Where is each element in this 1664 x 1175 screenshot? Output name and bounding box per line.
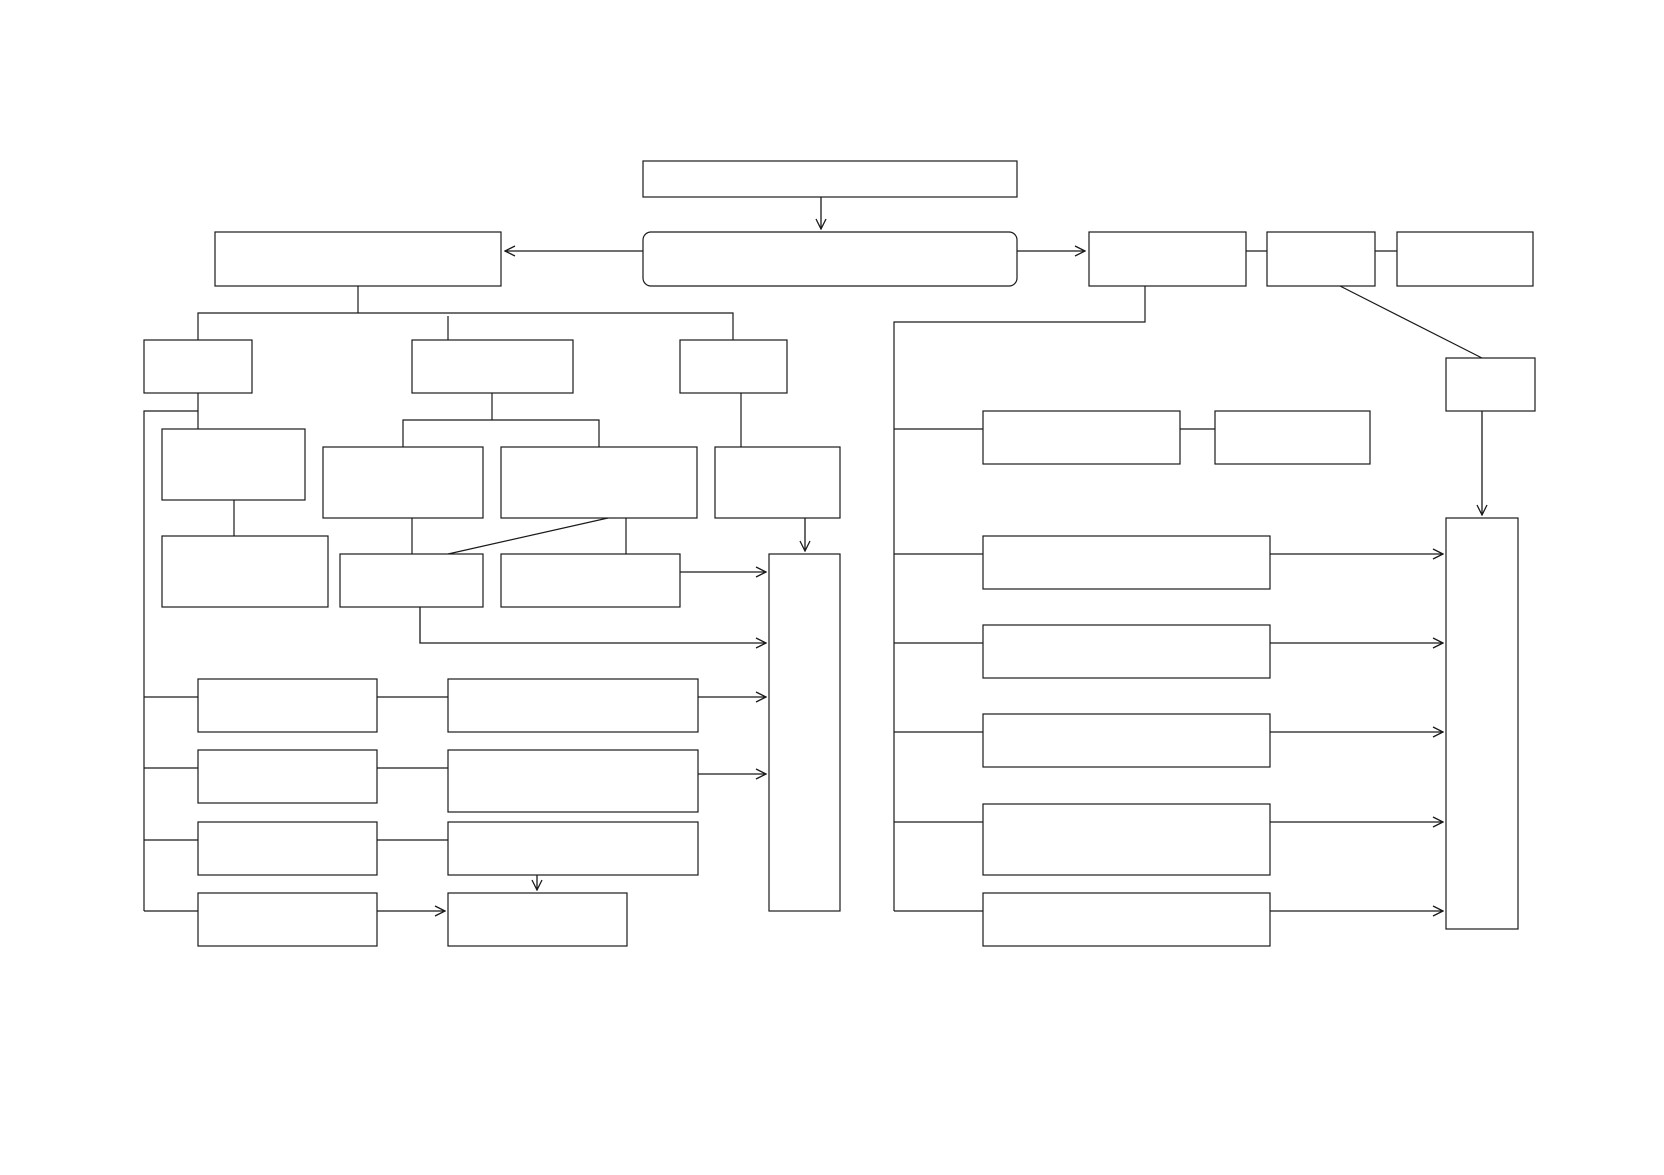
node-l2-sub-2 [500,446,698,519]
node-row-a-right [447,678,699,733]
node-row-c-left [197,821,378,876]
node-right-b [1266,231,1376,287]
node-right-row-4 [982,713,1271,768]
node-l1-sub-1 [161,428,306,501]
edge-right-a-trunk [893,286,1146,911]
edge-leaf-1-collector [419,607,766,643]
node-left-collector [768,553,841,912]
node-left-child-1 [143,339,253,394]
node-row-d-right [447,892,628,947]
node-l3-sub-1 [714,446,841,519]
node-right-row-2 [982,535,1271,590]
node-right-c-sub [1445,357,1536,412]
node-right-collector [1445,517,1519,930]
node-row-a-left [197,678,378,733]
node-right-a [1088,231,1247,287]
node-row-b-right [447,749,699,813]
edge-l2-sub-2-leaf-1 [447,517,609,555]
node-hub [642,231,1018,287]
node-left-parent [214,231,502,287]
node-row-b-left [197,749,378,804]
node-right-row-5 [982,803,1271,876]
node-left-child-3 [679,339,788,394]
node-right-row-6 [982,892,1271,947]
node-row-c-right [447,821,699,876]
node-l2-leaf-2 [500,553,681,608]
node-left-child-2 [411,339,574,394]
node-right-row-3 [982,624,1271,679]
node-right-c [1396,231,1534,287]
node-l1-sub-2 [161,535,329,608]
edge-l2-split [402,419,600,447]
node-row-d-left [197,892,378,947]
edge-left-trunk [143,410,198,911]
edge-left-bus [197,312,734,340]
node-right-row-1a [982,410,1181,465]
edge-right-b-right-c-sub [1339,285,1483,359]
node-l2-leaf-1 [339,553,484,608]
node-right-row-1b [1214,410,1371,465]
node-l2-sub-1 [322,446,484,519]
node-root [642,160,1018,198]
